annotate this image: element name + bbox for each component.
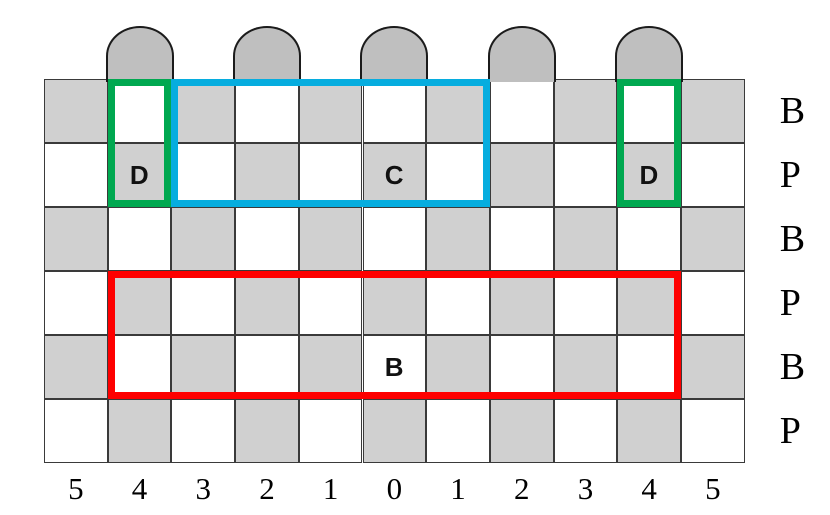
- y-axis-label: B: [779, 90, 806, 132]
- x-axis-label: 5: [705, 471, 721, 506]
- grid-cell: [44, 271, 108, 335]
- cell-letter-d-left: D: [129, 159, 150, 190]
- y-axis-label: B: [779, 218, 806, 260]
- grid-cell: [235, 271, 299, 335]
- grid-cell: [489, 335, 554, 399]
- x-axis-label: 2: [259, 471, 275, 506]
- grid-cell: [489, 79, 554, 143]
- grid-cell: [617, 399, 681, 463]
- grid-cell: [235, 143, 299, 207]
- grid-cell: [362, 143, 427, 207]
- x-axis-label: 4: [641, 471, 657, 506]
- grid-cell: [681, 271, 745, 335]
- grid-cell: [44, 143, 108, 207]
- grid-cell: [171, 271, 236, 335]
- grid-cell: [298, 143, 363, 207]
- grid-cell: [44, 335, 108, 399]
- grid-cell: [553, 335, 618, 399]
- grid-cell: [235, 335, 299, 399]
- grid-cell: [426, 207, 490, 271]
- grid-cell: [489, 399, 554, 463]
- grid-cell: [426, 271, 490, 335]
- grid-cell: [617, 335, 681, 399]
- grid-cell: [617, 79, 681, 143]
- x-axis-label: 1: [450, 471, 466, 506]
- grid-cell: [681, 335, 745, 399]
- grid-cell: [44, 399, 108, 463]
- grid-cell: [489, 271, 554, 335]
- grid-cell: [235, 79, 299, 143]
- cell-letter-b: B: [384, 351, 404, 382]
- grid-cell: [107, 143, 172, 207]
- y-axis-label: P: [779, 410, 801, 452]
- grid-cell: [489, 143, 554, 207]
- dome-shape: [487, 26, 556, 82]
- x-axis-label: 3: [195, 471, 211, 506]
- grid-cell: [171, 207, 236, 271]
- grid-cell: [426, 79, 490, 143]
- grid-cell: [553, 207, 618, 271]
- grid-cell: [617, 271, 681, 335]
- grid-cell: [298, 335, 363, 399]
- grid-cell: [107, 335, 172, 399]
- grid-cell: [171, 143, 236, 207]
- grid-cell: [235, 399, 299, 463]
- grid-cell: [107, 79, 172, 143]
- grid-cell: [298, 79, 363, 143]
- grid-cell: [171, 79, 236, 143]
- grid-cell: [171, 399, 236, 463]
- grid-cell: [298, 399, 363, 463]
- grid-cell: [553, 271, 618, 335]
- grid-cell: [44, 79, 108, 143]
- grid-cell: [489, 207, 554, 271]
- grid-cell: [362, 271, 427, 335]
- x-axis-label: 1: [322, 471, 339, 506]
- grid-cell: [553, 143, 618, 207]
- y-axis-label: P: [779, 282, 801, 324]
- grid-cell: [681, 399, 745, 463]
- dome-shape: [615, 26, 684, 82]
- grid-cell: [362, 207, 427, 271]
- checkerboard-grid: D C D B: [44, 79, 745, 463]
- grid-cell: [681, 143, 745, 207]
- dome-shape: [105, 26, 174, 82]
- grid-cell: [362, 79, 427, 143]
- dome-shape: [232, 26, 301, 82]
- grid-cell: [44, 207, 108, 271]
- grid-cell: [617, 207, 681, 271]
- grid-cell: [426, 399, 490, 463]
- grid-cell: [426, 335, 490, 399]
- x-axis-label: 3: [577, 471, 594, 506]
- grid-cell: [553, 399, 618, 463]
- x-axis-label: 2: [513, 471, 530, 506]
- grid-cell: [171, 335, 236, 399]
- grid-cell: [426, 143, 490, 207]
- cell-letter-d-right: D: [639, 159, 659, 190]
- grid-cell: [362, 399, 427, 463]
- x-axis-label: 0: [386, 471, 403, 506]
- grid-cell: [298, 207, 363, 271]
- grid-cell: [107, 271, 172, 335]
- x-axis-label: 4: [131, 471, 148, 506]
- grid-cell: [107, 207, 172, 271]
- grid-cell: [107, 399, 172, 463]
- y-axis-label: P: [779, 154, 801, 196]
- x-axis-label: 5: [68, 471, 84, 506]
- grid-cell: [681, 79, 745, 143]
- grid-cell: [235, 207, 299, 271]
- grid-cell: [362, 335, 427, 399]
- cell-letter-c: C: [384, 159, 404, 190]
- grid-cell: [298, 271, 363, 335]
- y-axis-label: B: [779, 346, 806, 388]
- grid-cell: [681, 207, 745, 271]
- grid-cell: [553, 79, 618, 143]
- dome-shape: [360, 26, 429, 82]
